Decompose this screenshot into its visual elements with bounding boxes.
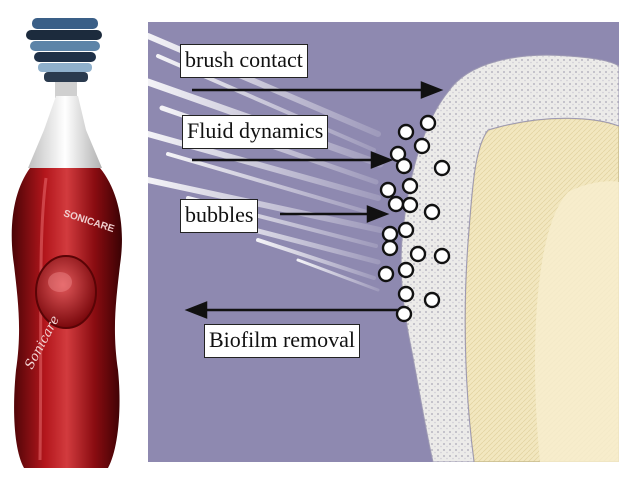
brush-head bbox=[26, 18, 102, 98]
toothbrush-svg: SONICARE Sonicare bbox=[0, 0, 148, 487]
fluid-dynamics-label: Fluid dynamics bbox=[182, 115, 328, 149]
bubbles-label: bubbles bbox=[180, 199, 258, 233]
biofilm-removal-label: Biofilm removal bbox=[204, 324, 360, 358]
cleaning-mechanism-diagram bbox=[148, 22, 619, 462]
brush-neck bbox=[28, 96, 102, 168]
brush-contact-label: brush contact bbox=[180, 44, 308, 78]
power-button bbox=[36, 256, 96, 328]
diagram-svg bbox=[148, 22, 619, 462]
toothbrush-illustration: SONICARE Sonicare bbox=[0, 0, 148, 487]
